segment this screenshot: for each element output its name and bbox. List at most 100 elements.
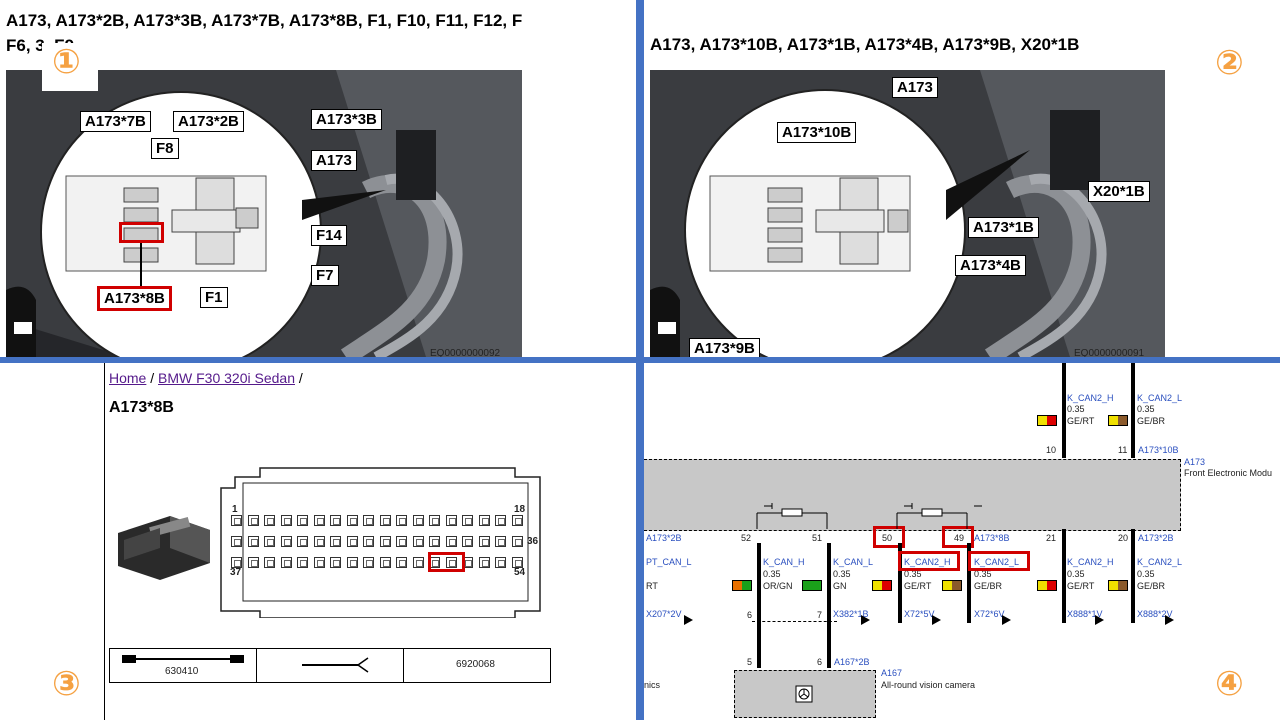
connector-pin — [346, 515, 358, 526]
connector-pin-inner — [514, 539, 522, 546]
wire-color-swatch — [1037, 580, 1057, 591]
k-can2-h-highlight — [898, 551, 960, 571]
part-number-6920068: 6920068 — [456, 659, 495, 670]
connector-pin-inner — [465, 539, 472, 546]
connector-pin-inner — [399, 518, 406, 525]
connector-pin — [495, 515, 506, 526]
connector-pin-inner — [498, 560, 505, 567]
bottom-wire-target: X888*2V — [1137, 609, 1173, 619]
connector-pin-inner — [382, 560, 390, 567]
bottom-wire-color: OR/GN — [763, 581, 793, 591]
connector-pin — [363, 557, 374, 568]
connector-pin — [330, 515, 341, 526]
twisted-pair-symbols — [756, 503, 982, 529]
connector-pin-inner — [300, 560, 307, 567]
camera-icon — [795, 685, 813, 703]
left-connector-label: A173*2B — [646, 533, 682, 543]
low-pin-5: 5 — [747, 657, 753, 667]
bottom-wire-target: X72*5V — [904, 609, 935, 619]
connector-pin — [396, 536, 407, 547]
bottom-wire-color: GN — [833, 581, 847, 591]
connector-pin-inner — [399, 539, 406, 546]
connector-pin-inner — [300, 539, 307, 546]
bottom-wire-49 — [967, 543, 971, 623]
breadcrumb-model-link[interactable]: BMW F30 320i Sedan — [158, 370, 295, 386]
right-connector-label: A173*2B — [1138, 533, 1174, 543]
connector-pin-inner — [300, 518, 307, 525]
connector-pin-inner — [448, 518, 456, 525]
pin-highlight-49-50 — [428, 552, 465, 572]
q3-left-border — [104, 363, 105, 720]
module-id: A173 — [1184, 457, 1206, 467]
connector-pin-inner — [498, 539, 505, 546]
connector-pin — [313, 536, 325, 547]
connector-pin-inner — [349, 539, 357, 546]
parts-cell-3: 6920068 — [404, 649, 550, 682]
connector-pin — [445, 536, 457, 547]
wire-terminal-icon — [122, 655, 244, 663]
q3-step-number: ③ — [52, 664, 81, 704]
connector-pin — [445, 515, 457, 526]
connector-pin — [363, 515, 374, 526]
wire-arrow-icon — [932, 615, 941, 625]
breadcrumb-separator: / — [146, 370, 159, 386]
connector-pin-inner — [448, 539, 456, 546]
bottom-wire-target: X382*1B — [833, 609, 869, 619]
connector-pin — [247, 557, 259, 568]
q1-figure-code: EQ0000000092 — [430, 348, 501, 358]
horizontal-divider — [0, 357, 1280, 363]
wire-arrow-icon — [861, 615, 870, 625]
bottom-wire-color: GE/RT — [1067, 581, 1095, 591]
camera-description: All-round vision camera — [881, 680, 976, 690]
wire-arrow-icon — [1002, 615, 1011, 625]
left-cut-text: nics — [644, 680, 661, 690]
connector-pin-inner — [481, 560, 489, 567]
connector-pin-inner — [267, 560, 274, 567]
camera-connector-label: A167*2B — [834, 657, 870, 667]
bottom-wire-color: RT — [646, 581, 658, 591]
connector-pin-inner — [415, 539, 423, 546]
pin-50: 50 — [882, 533, 893, 543]
q1-label-a173: A173 — [311, 150, 357, 171]
connector-pin-inner — [465, 560, 472, 567]
top-wire-1-swatch — [1037, 415, 1057, 426]
connector-pin-inner — [250, 539, 258, 546]
connector-3d-icon — [118, 516, 210, 580]
connector-pin-inner — [399, 560, 406, 567]
connector-pin-inner — [283, 518, 291, 525]
pin-label-36: 36 — [527, 536, 539, 547]
q2-label-a173-1b: A173*1B — [968, 217, 1039, 238]
connector-pin — [379, 536, 391, 547]
connector-pin — [462, 515, 473, 526]
top-wire-1-size: 0.35 — [1067, 404, 1085, 414]
bottom-wire-20 — [1131, 529, 1135, 623]
pin-20: 20 — [1118, 533, 1129, 543]
q1-label-f8: F8 — [151, 138, 179, 159]
bottom-wire-size: 0.35 — [974, 569, 992, 579]
pin-49-highlight — [942, 526, 974, 548]
pin-label-54: 54 — [514, 567, 526, 578]
connector-pin-inner — [514, 518, 522, 525]
connector-pin-inner — [366, 539, 373, 546]
connector-pin — [379, 557, 391, 568]
bottom-wire-name: K_CAN_L — [833, 557, 874, 567]
wire-arrow-icon — [1165, 615, 1174, 625]
bottom-wire-size: 0.35 — [1137, 569, 1155, 579]
connector-pin — [330, 536, 341, 547]
bottom-wire-50 — [898, 543, 902, 623]
q1-label-f1: F1 — [200, 287, 228, 308]
part-number-630410: 630410 — [165, 666, 199, 677]
top-wire-2-color: GE/BR — [1137, 416, 1166, 426]
q2-component-photo — [650, 70, 1165, 357]
connector-pin — [280, 515, 292, 526]
connector-pin — [346, 536, 358, 547]
connector-pin — [478, 557, 490, 568]
q1-label-a173-3b: A173*3B — [311, 109, 382, 130]
connector-pin-inner — [267, 539, 274, 546]
connector-pin — [231, 557, 242, 568]
breadcrumb-home-link[interactable]: Home — [109, 370, 147, 386]
connector-pin-inner — [316, 539, 324, 546]
k-can2-l-highlight — [968, 551, 1030, 571]
connector-pin-inner — [283, 560, 291, 567]
bottom-wire-name: K_CAN_H — [763, 557, 805, 567]
